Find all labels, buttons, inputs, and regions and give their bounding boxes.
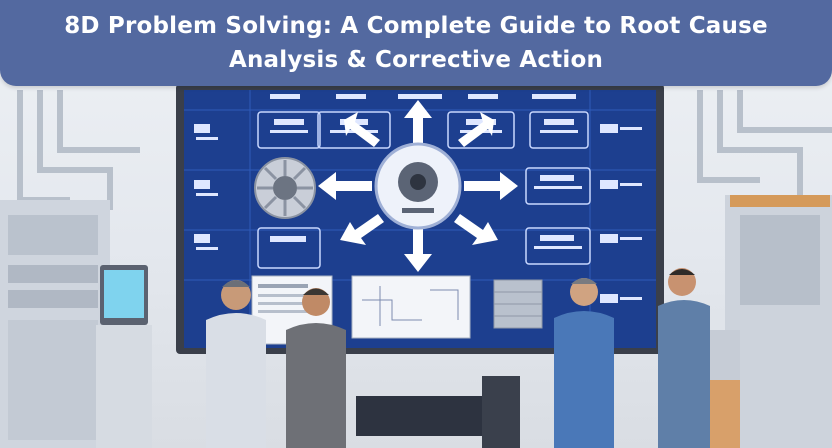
people-silhouettes xyxy=(206,268,710,448)
arrow-icons xyxy=(318,100,518,272)
screen-text-marks xyxy=(194,94,642,303)
title-banner: 8D Problem Solving: A Complete Guide to … xyxy=(0,0,832,86)
background-pipes xyxy=(17,90,832,210)
screen-boxes xyxy=(257,111,591,269)
desk-unit xyxy=(356,396,486,436)
turbine-part-icon xyxy=(254,157,316,219)
left-machine xyxy=(0,200,152,448)
title-line-2: Analysis & Corrective Action xyxy=(228,47,604,73)
title-line-1: 8D Problem Solving: A Complete Guide to … xyxy=(64,13,768,39)
